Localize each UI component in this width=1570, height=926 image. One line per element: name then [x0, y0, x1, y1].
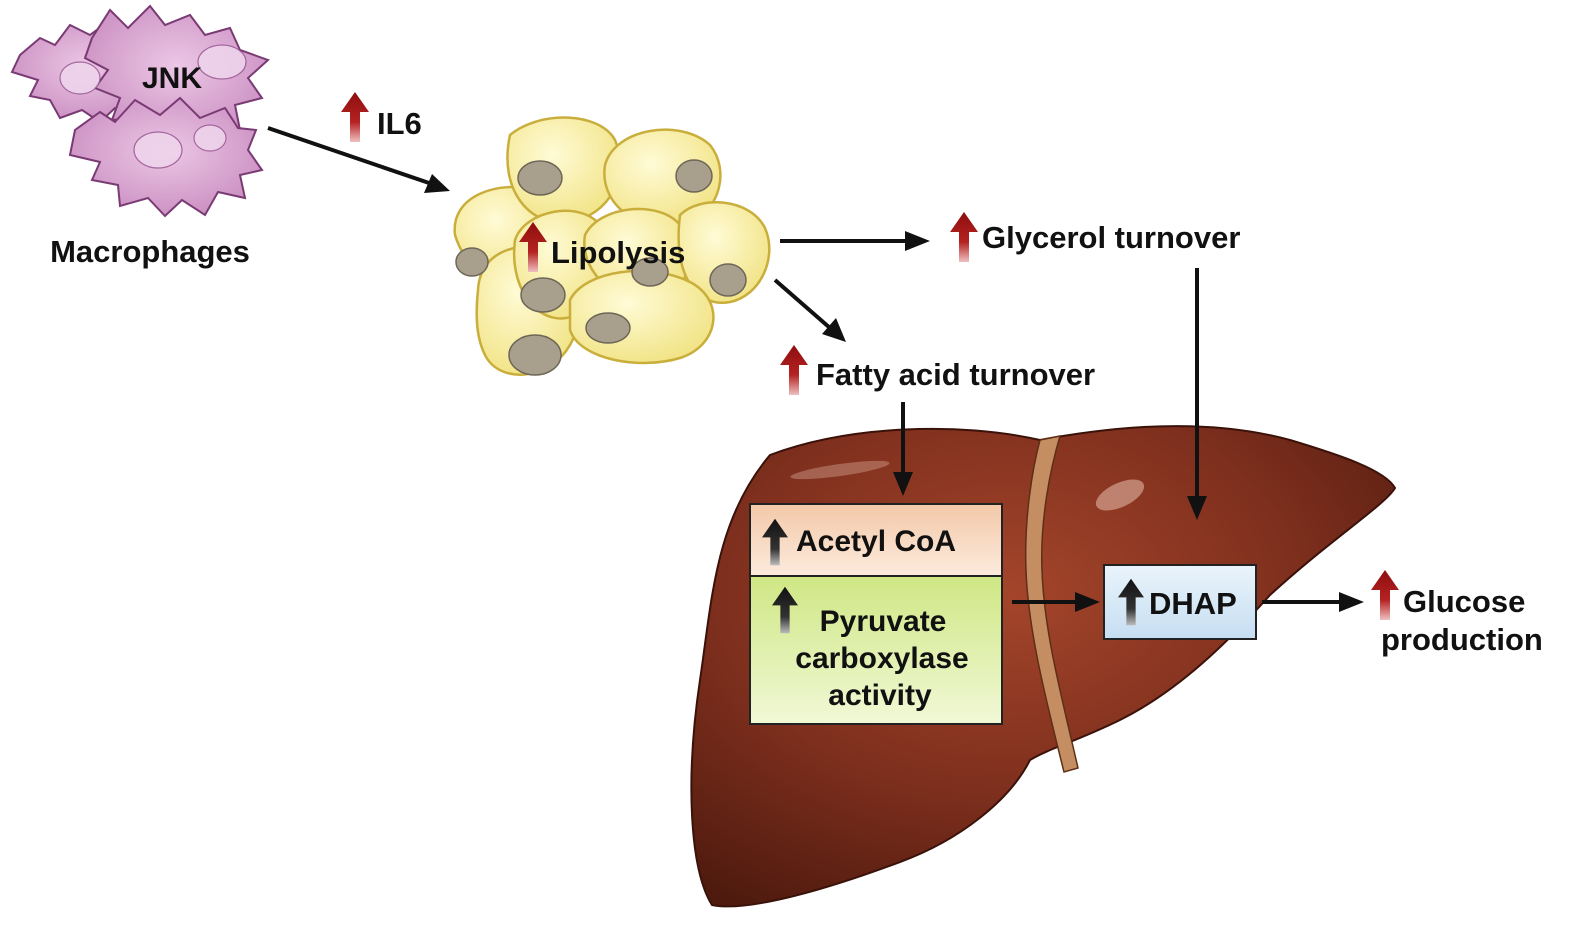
arrow-macrophages-to-adipocytes — [267, 126, 433, 186]
adipocyte-nuclei — [455, 159, 747, 376]
adipocyte-nucleus — [585, 312, 631, 344]
glycerol-turnover-label: Glycerol turnover — [982, 220, 1240, 255]
glucose-label-line1: Glucose — [1403, 584, 1525, 619]
glucose-label-line2: production — [1381, 622, 1543, 657]
arrow-head — [905, 231, 930, 251]
adipocyte-nucleus — [517, 160, 563, 196]
glycerol-up-arrow-icon — [950, 212, 978, 262]
arrow-head — [822, 318, 846, 342]
macrophage-cluster — [10, 4, 270, 218]
fatty-acid-up-arrow-icon — [780, 345, 808, 395]
glucose-up-arrow-icon — [1371, 570, 1399, 620]
arrow-head — [1075, 592, 1100, 612]
adipocyte-nucleus — [709, 263, 747, 297]
macrophages-label: Macrophages — [50, 234, 250, 269]
adipocyte-nucleus — [455, 247, 489, 277]
macrophage-nucleus — [59, 61, 101, 95]
liver-highlight — [1095, 479, 1145, 511]
arrow-head — [893, 472, 913, 496]
macrophage-nucleus — [193, 124, 227, 152]
arrow-head — [1187, 496, 1207, 520]
lipolysis-label: Lipolysis — [551, 235, 685, 270]
adipocyte-nucleus — [520, 277, 566, 313]
pyruvate-label-line1: Pyruvate — [820, 605, 947, 638]
arrow-head — [424, 174, 450, 193]
jnk-label: JNK — [142, 62, 202, 95]
acetyl-coa-box — [749, 503, 1003, 577]
macrophage-nucleus — [133, 131, 183, 169]
il6-up-arrow-icon — [341, 92, 369, 142]
acetyl-coa-label: Acetyl CoA — [796, 525, 956, 558]
il6-label: IL6 — [377, 106, 422, 141]
adipocyte-nucleus — [675, 159, 713, 193]
fatty-acid-turnover-label: Fatty acid turnover — [816, 357, 1095, 392]
adipocyte-nucleus — [508, 334, 562, 376]
pyruvate-label-line3: activity — [828, 679, 932, 712]
pyruvate-label-line2: carboxylase — [795, 642, 968, 675]
falciform-ligament — [1024, 435, 1079, 773]
arrow-head — [1339, 592, 1364, 612]
arrow-lipolysis-to-fatty-acid — [773, 278, 832, 330]
adipocyte-nucleus — [631, 257, 669, 287]
macrophage-nucleus — [197, 44, 247, 80]
dhap-label: DHAP — [1149, 586, 1237, 621]
liver-highlight — [790, 460, 890, 480]
